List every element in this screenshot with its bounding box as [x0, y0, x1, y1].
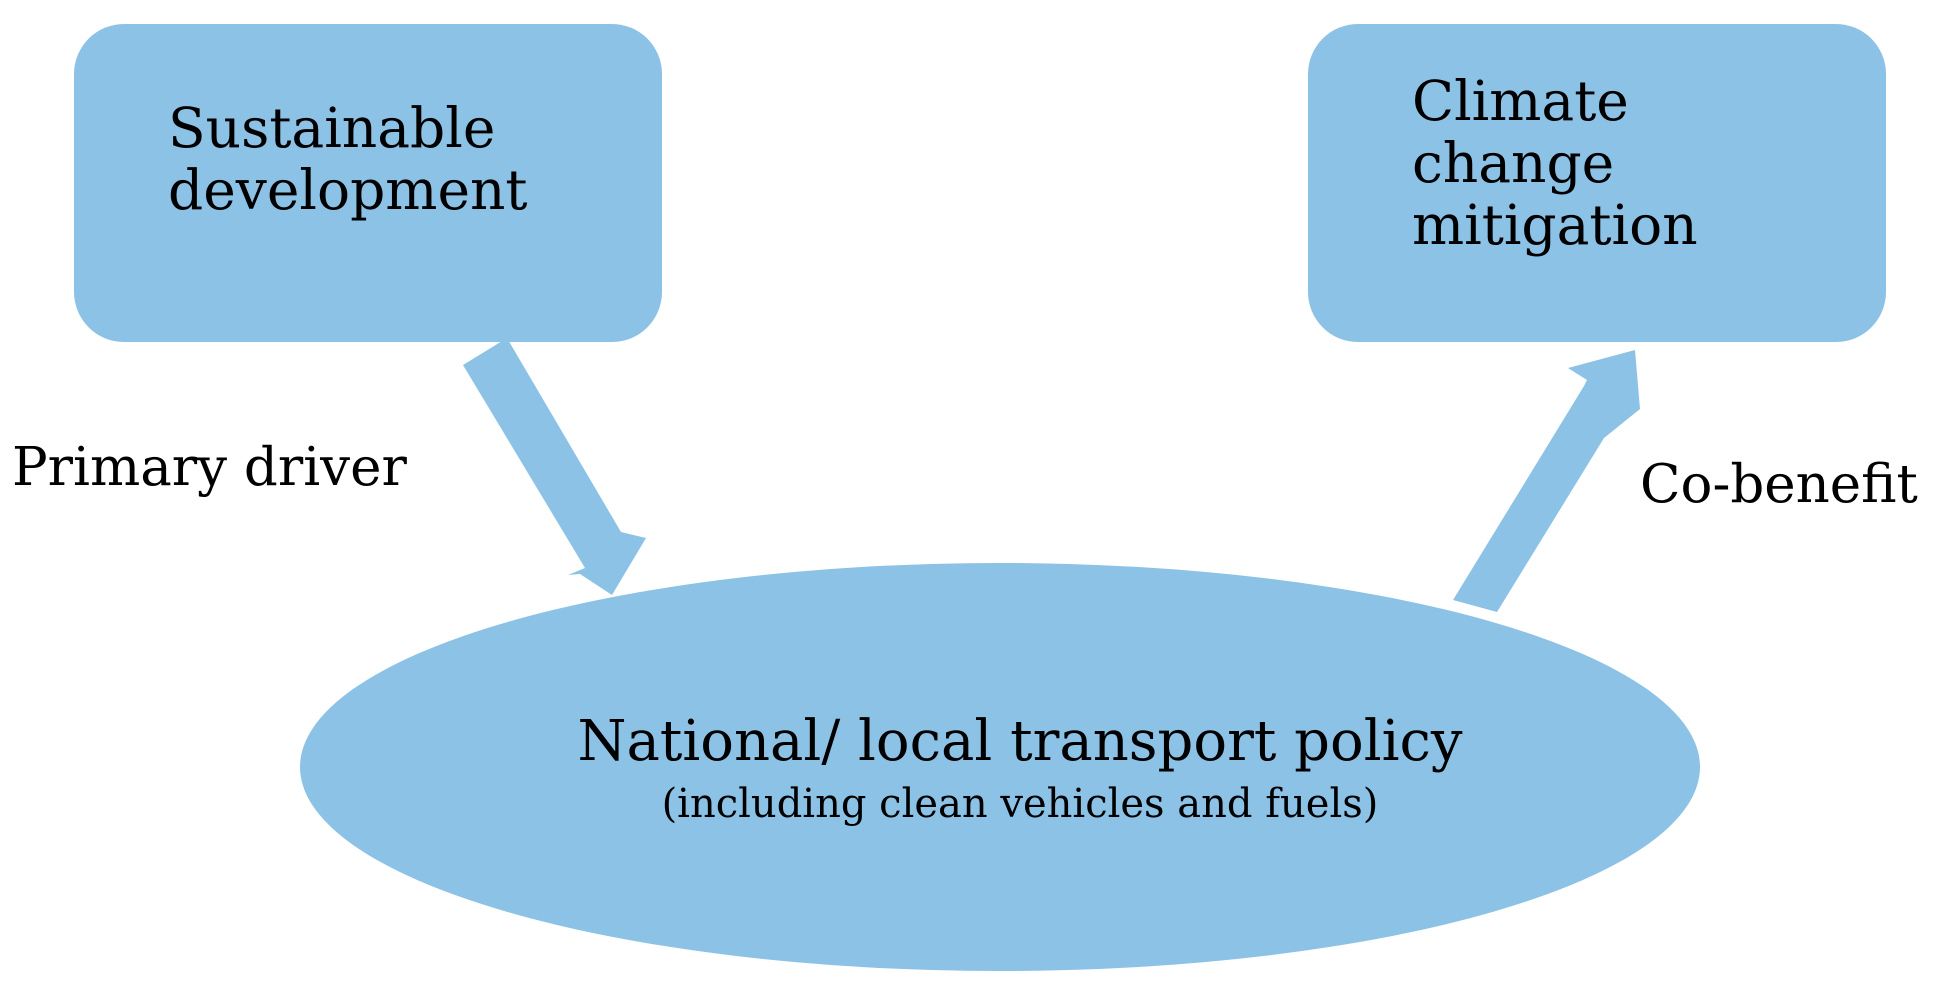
primary-driver-arrow [463, 338, 646, 595]
sustainable-development-box [74, 24, 662, 342]
primary-driver-label: Primary driver [12, 437, 407, 498]
climate-change-mitigation-line-3: mitigation [1412, 193, 1698, 257]
sustainable-development-line-2: development [168, 158, 528, 222]
climate-change-mitigation-label: Climate change mitigation [1412, 70, 1698, 256]
co-benefit-arrow [1453, 350, 1640, 612]
climate-change-mitigation-line-1: Climate [1412, 69, 1629, 133]
co-benefit-label: Co-benefit [1640, 454, 1918, 515]
sustainable-development-line-1: Sustainable [168, 96, 496, 160]
transport-policy-subtitle: (including clean vehicles and fuels) [661, 781, 1379, 827]
transport-policy-title: National/ local transport policy [577, 709, 1463, 774]
climate-change-mitigation-line-2: change [1412, 131, 1615, 195]
transport-policy-ellipse [300, 563, 1700, 971]
sustainable-development-label: Sustainable development [168, 97, 528, 221]
climate-change-mitigation-box [1308, 24, 1886, 342]
